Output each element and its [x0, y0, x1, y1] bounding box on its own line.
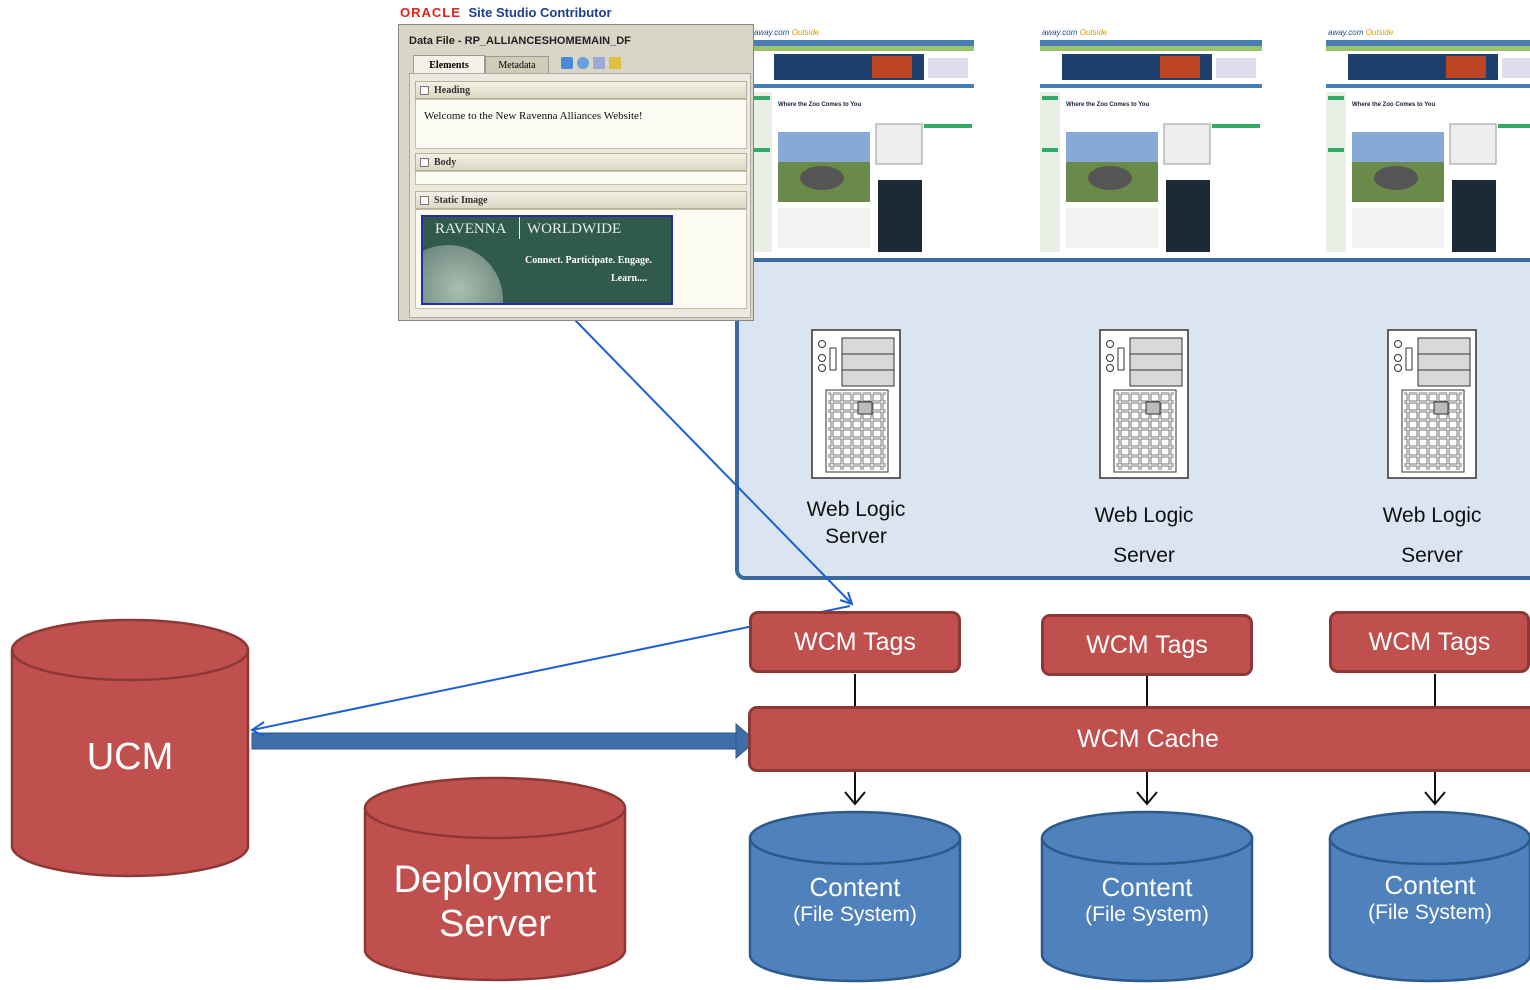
wcm-tags-box-3: WCM Tags — [1329, 611, 1530, 673]
thumbnail-headline: Where the Zoo Comes to You — [1066, 102, 1150, 108]
toolbar-icon[interactable] — [577, 57, 589, 69]
banner-title-right: WORLDWIDE — [527, 221, 622, 237]
contributor-window: Data File - RP_ALLIANCESHOMEMAIN_DF Elem… — [398, 24, 754, 321]
wcm-tags-box-2: WCM Tags — [1041, 614, 1253, 676]
website-thumbnail-1: away.com Outside Where the Zoo Comes to … — [752, 28, 974, 256]
section-heading-bar[interactable]: Heading — [415, 81, 747, 99]
globe-graphic — [423, 245, 503, 303]
body-editor[interactable] — [415, 171, 747, 185]
cache-to-content-arrows — [844, 772, 1446, 806]
content-label-3: Content (File System) — [1368, 870, 1492, 924]
website-thumbnail-graphic — [1040, 40, 1262, 252]
website-thumbnail-3: away.com Outside Where the Zoo Comes to … — [1326, 28, 1530, 256]
section-body-bar[interactable]: Body — [415, 153, 747, 171]
toolbar-icon[interactable] — [609, 57, 621, 69]
content-cylinder-1 — [748, 810, 962, 983]
ravenna-banner-image[interactable]: RAVENNA WORLDWIDE Connect. Participate. … — [421, 215, 673, 305]
tab-elements[interactable]: Elements — [413, 55, 485, 74]
website-thumbnail-2: away.com Outside Where the Zoo Comes to … — [1040, 28, 1262, 256]
content-cylinder-2 — [1040, 810, 1254, 983]
content-label-2: Content (File System) — [1085, 872, 1209, 926]
collapse-icon[interactable] — [420, 195, 429, 205]
server-tower-1 — [811, 329, 901, 479]
toolbar-icon[interactable] — [593, 57, 605, 69]
ucm-to-cache-arrow — [251, 722, 757, 760]
expand-icon[interactable] — [420, 157, 429, 167]
wcm-cache-box: WCM Cache — [748, 706, 1530, 772]
thumbnail-headline: Where the Zoo Comes to You — [1352, 102, 1436, 108]
banner-tagline: Connect. Participate. Engage. — [525, 255, 652, 266]
thumbnail-brand: away.com Outside — [1042, 28, 1108, 37]
tab-metadata[interactable]: Metadata — [485, 56, 549, 74]
ucm-cylinder — [10, 618, 250, 878]
product-name: Site Studio Contributor — [468, 5, 612, 20]
heading-editor[interactable]: Welcome to the New Ravenna Alliances Web… — [415, 99, 747, 149]
deployment-server-cylinder — [363, 776, 627, 982]
data-file-title: Data File - RP_ALLIANCESHOMEMAIN_DF — [409, 35, 631, 47]
oracle-logo: ORACLE — [400, 5, 461, 20]
toolbar-icon[interactable] — [561, 57, 573, 69]
collapse-icon[interactable] — [420, 85, 429, 95]
ucm-label: UCM — [86, 736, 174, 778]
heading-value: Welcome to the New Ravenna Alliances Web… — [424, 110, 643, 122]
server-tower-2 — [1099, 329, 1189, 479]
contributor-header: ORACLE Site Studio Contributor — [400, 5, 612, 20]
thumbnail-brand: away.com Outside — [754, 28, 820, 37]
contributor-to-tags-arrow — [574, 319, 854, 606]
wcm-tags-box-1: WCM Tags — [749, 611, 961, 673]
banner-title-left: RAVENNA — [435, 221, 507, 237]
website-thumbnail-graphic — [752, 40, 974, 252]
thumbnail-headline: Where the Zoo Comes to You — [778, 102, 862, 108]
thumbnail-brand: away.com Outside — [1328, 28, 1394, 37]
content-label-1: Content (File System) — [793, 872, 917, 926]
content-cylinder-3 — [1328, 810, 1530, 983]
server-tower-3 — [1387, 329, 1477, 479]
banner-learn: Learn.... — [611, 273, 648, 284]
website-thumbnail-graphic — [1326, 40, 1530, 252]
section-static-image-bar[interactable]: Static Image — [415, 191, 747, 209]
